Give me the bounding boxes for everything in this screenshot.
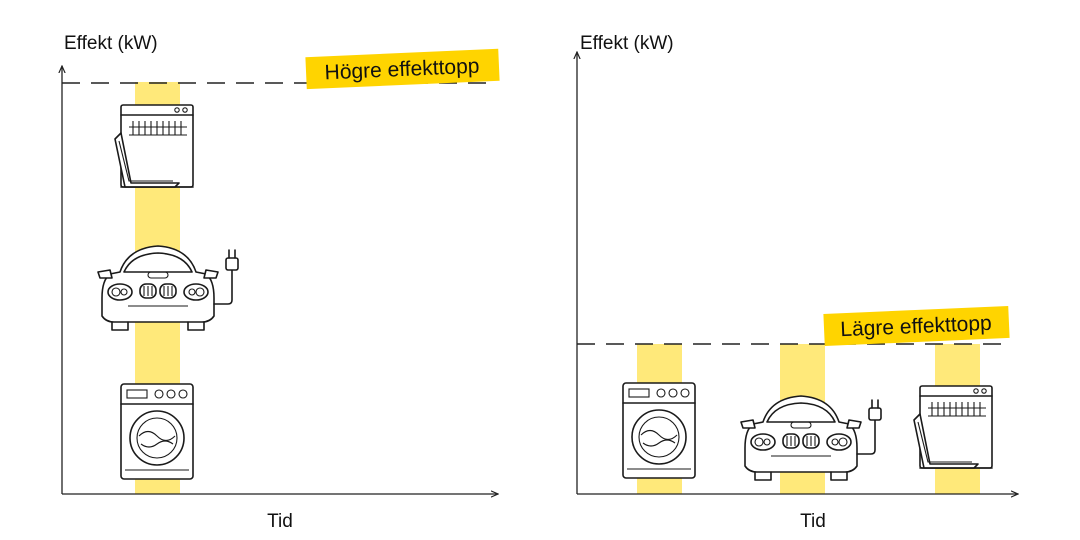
- x-axis-label: Tid: [267, 511, 293, 532]
- left-panel: Högre effekttopp Effekt (kW) Tid: [62, 33, 500, 532]
- washing-machine-icon: [120, 383, 194, 480]
- peak-label-badge: [823, 305, 1010, 346]
- electric-car-icon: [740, 395, 882, 481]
- y-axis-label: Effekt (kW): [580, 33, 674, 54]
- x-axis-label: Tid: [800, 511, 826, 532]
- dishwasher-icon: [114, 104, 194, 188]
- peak-label-badge: [305, 48, 500, 90]
- y-axis-label: Effekt (kW): [64, 33, 158, 54]
- right-panel: Lägre effekttopp Effekt (kW) Tid: [577, 33, 1018, 532]
- dishwasher-icon: [913, 385, 993, 469]
- electric-car-icon: [97, 245, 239, 331]
- washing-machine-icon: [622, 382, 696, 479]
